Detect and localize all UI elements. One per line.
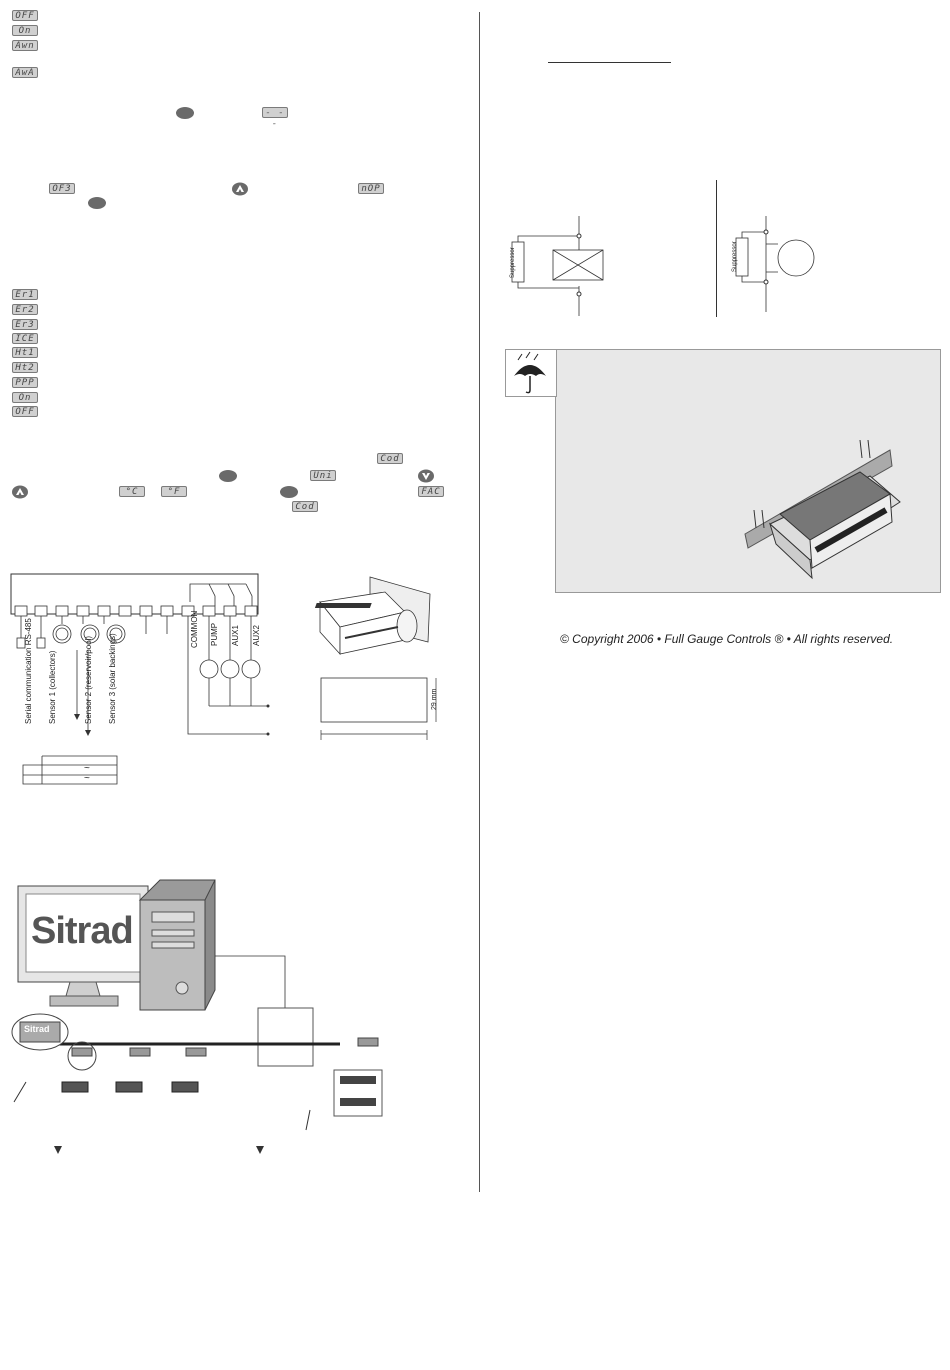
display-uni: Uni xyxy=(310,470,336,481)
up-key-icon-2 xyxy=(12,485,28,499)
tilde-1: ~ xyxy=(84,763,90,774)
set-key-icon-2 xyxy=(88,197,106,209)
up-key-icon xyxy=(232,182,248,196)
display-ht1: Ht1 xyxy=(12,347,38,358)
dimension-label: 29 mm xyxy=(431,688,438,710)
display-degc: °C xyxy=(119,486,145,497)
display-off-2: OFF xyxy=(12,406,38,417)
label-aux1: AUX1 xyxy=(231,625,240,646)
set-key-icon-4 xyxy=(280,486,298,498)
suppressor-divider xyxy=(716,180,717,317)
display-degf: °F xyxy=(161,486,187,497)
display-awa: AwA xyxy=(12,67,38,78)
display-awn: Awn xyxy=(12,40,38,51)
wiring-diagram xyxy=(10,573,270,736)
copyright-text: © Copyright 2006 • Full Gauge Controls ®… xyxy=(560,632,894,646)
display-ice: ICE xyxy=(12,333,38,344)
display-er2: Er2 xyxy=(12,304,38,315)
label-serial: Serial communication RS-485 xyxy=(24,618,33,724)
display-cod: Cod xyxy=(377,453,403,464)
suppressor-label-right: Suppressor xyxy=(732,241,738,272)
down-key-icon xyxy=(418,469,434,483)
power-supply-table xyxy=(22,755,118,785)
controller-device-drawing xyxy=(314,576,431,656)
suppressor-motor-diagram xyxy=(735,216,815,312)
label-pump: PUMP xyxy=(210,622,219,646)
din-rail-device-drawing xyxy=(744,440,901,580)
display-er3: Er3 xyxy=(12,319,38,330)
display-dashes: - - - xyxy=(262,107,288,129)
panel-cutout-diagram xyxy=(320,677,437,740)
gateway-logo: Sitrad xyxy=(24,1024,50,1034)
display-on-2: On xyxy=(12,392,38,403)
heading-underline xyxy=(548,62,671,63)
display-off: OFF xyxy=(12,10,38,21)
tilde-2: ~ xyxy=(84,773,90,784)
display-nop: nOP xyxy=(358,183,384,194)
sitrad-network-diagram xyxy=(11,879,383,1154)
suppressor-label-left: Suppressor xyxy=(510,247,516,278)
set-key-icon-3 xyxy=(219,470,237,482)
label-aux2: AUX2 xyxy=(252,625,261,646)
display-on: On xyxy=(12,25,38,36)
label-sensor-3: Sensor 3 (solar backings) xyxy=(108,633,117,724)
display-ppp: PPP xyxy=(12,377,38,388)
label-common: COMMON xyxy=(190,610,199,648)
label-sensor-2: Sensor 2 (reservoir/pool) xyxy=(84,635,93,724)
display-er1: Er1 xyxy=(12,289,38,300)
display-cod-2: Cod xyxy=(292,501,318,512)
umbrella-icon xyxy=(514,351,546,394)
display-of3: OF3 xyxy=(49,183,75,194)
set-key-icon xyxy=(176,107,194,119)
display-ht2: Ht2 xyxy=(12,362,38,373)
label-sensor-1: Sensor 1 (collectors) xyxy=(48,650,57,724)
umbrella-panel xyxy=(505,349,557,397)
suppressor-contactor-diagram xyxy=(511,216,604,316)
display-fac: FAC xyxy=(418,486,444,497)
sitrad-logo: Sitrad xyxy=(31,910,134,952)
column-divider xyxy=(479,12,480,1192)
